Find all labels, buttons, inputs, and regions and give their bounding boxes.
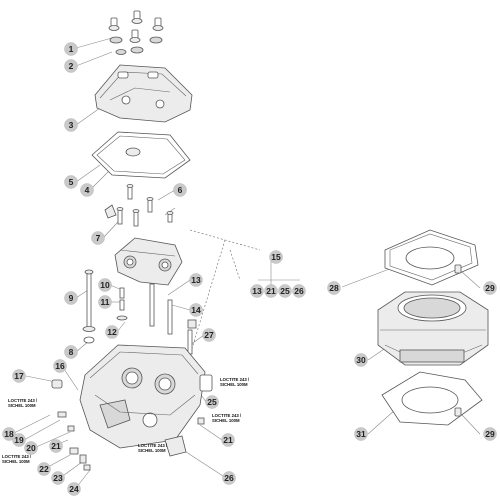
cylinder-head (51, 319, 213, 471)
leader-lines (11, 37, 481, 489)
callout-13: 13 (189, 273, 203, 287)
note-26-line2: SICHEL 100M (138, 448, 166, 453)
svg-text:9: 9 (69, 293, 74, 303)
callout-15: 15 (269, 250, 283, 264)
svg-text:31: 31 (356, 429, 366, 439)
callout-23: 23 (51, 471, 65, 485)
callout-16: 16 (53, 359, 67, 373)
callout-14: 14 (189, 303, 203, 317)
callout-2: 2 (64, 59, 78, 73)
svg-text:25: 25 (280, 286, 290, 296)
note-17-line2: SICHEL 100M (8, 403, 36, 408)
callout-26-group: 26 (292, 284, 306, 298)
valve-cover-gasket (91, 131, 191, 179)
callout-31: 31 (354, 427, 368, 441)
callout-24: 24 (67, 482, 81, 496)
callout-5: 5 (64, 175, 78, 189)
callout-22: 22 (37, 462, 51, 476)
note-25-line2: SICHEL 100M (220, 382, 248, 387)
svg-text:29: 29 (485, 283, 495, 293)
svg-text:4: 4 (85, 185, 90, 195)
svg-text:15: 15 (271, 252, 281, 262)
callout-1: 1 (64, 42, 78, 56)
callout-19: 19 (12, 433, 26, 447)
svg-text:5: 5 (69, 177, 74, 187)
svg-text:27: 27 (204, 330, 214, 340)
svg-text:2: 2 (69, 61, 74, 71)
callout-27: 27 (202, 328, 216, 342)
svg-text:10: 10 (100, 280, 110, 290)
cylinder (377, 291, 489, 366)
svg-text:1: 1 (69, 44, 74, 54)
svg-text:28: 28 (329, 283, 339, 293)
svg-text:30: 30 (356, 355, 366, 365)
note-17-line1: LOCTITE 243 / (8, 398, 38, 403)
svg-text:7: 7 (96, 233, 101, 243)
svg-text:19: 19 (14, 435, 24, 445)
svg-text:8: 8 (69, 347, 74, 357)
callout-29-top: 29 (483, 281, 497, 295)
callout-17: 17 (12, 369, 26, 383)
svg-text:23: 23 (53, 473, 63, 483)
svg-text:20: 20 (26, 443, 36, 453)
cam-cap-bolts (104, 184, 174, 227)
valve-cover-bolts (108, 10, 164, 55)
callout-10: 10 (98, 278, 112, 292)
callout-7: 7 (91, 231, 105, 245)
assembly-guides (189, 229, 261, 356)
svg-text:3: 3 (69, 120, 74, 130)
svg-text:16: 16 (55, 361, 65, 371)
callout-25: 25 (205, 395, 219, 409)
svg-text:13: 13 (252, 286, 262, 296)
callout-21-group: 21 (264, 284, 278, 298)
svg-text:26: 26 (224, 473, 234, 483)
valve-cover (94, 64, 193, 123)
svg-text:21: 21 (266, 286, 276, 296)
callout-13-group: 13 (250, 284, 264, 298)
callout-11: 11 (98, 295, 112, 309)
note-25-line1: LOCTITE 243 / (220, 377, 250, 382)
callout-26: 26 (222, 471, 236, 485)
svg-text:6: 6 (178, 185, 183, 195)
callout-25-group: 25 (278, 284, 292, 298)
callout-20: 20 (24, 441, 38, 455)
svg-text:11: 11 (101, 297, 110, 307)
loctite-notes: LOCTITE 243 / SICHEL 100M LOCTITE 243 / … (2, 377, 250, 464)
note-26-line1: LOCTITE 243 / (138, 443, 168, 448)
note-21-line2: SICHEL 100M (212, 418, 240, 423)
cylinder-base-gasket (381, 371, 483, 426)
callout-8: 8 (64, 345, 78, 359)
svg-text:17: 17 (14, 371, 24, 381)
callout-21-left: 21 (49, 439, 63, 453)
svg-text:25: 25 (207, 397, 217, 407)
note-21-line1: LOCTITE 243 / (212, 413, 242, 418)
svg-text:14: 14 (191, 305, 201, 315)
callout-3: 3 (64, 118, 78, 132)
svg-text:22: 22 (39, 464, 49, 474)
callout-6: 6 (173, 183, 187, 197)
callout-18: 18 (2, 427, 16, 441)
note-22-line2: SICHEL 100M (2, 459, 30, 464)
camshaft-carrier (114, 237, 183, 286)
svg-text:29: 29 (485, 429, 495, 439)
svg-text:18: 18 (4, 429, 14, 439)
cylinder-head-gasket (384, 229, 479, 286)
svg-text:12: 12 (107, 327, 117, 337)
svg-text:26: 26 (294, 286, 304, 296)
valve-train (82, 269, 193, 355)
callout-30: 30 (354, 353, 368, 367)
callout-21-right: 21 (221, 433, 235, 447)
svg-text:24: 24 (69, 484, 79, 494)
callout-12: 12 (105, 325, 119, 339)
svg-text:21: 21 (223, 435, 233, 445)
svg-text:13: 13 (191, 275, 201, 285)
callout-29-bottom: 29 (483, 427, 497, 441)
callout-28: 28 (327, 281, 341, 295)
callout-4: 4 (80, 183, 94, 197)
note-22-line1: LOCTITE 243 / (2, 454, 32, 459)
svg-text:21: 21 (51, 441, 61, 451)
callout-9: 9 (64, 291, 78, 305)
